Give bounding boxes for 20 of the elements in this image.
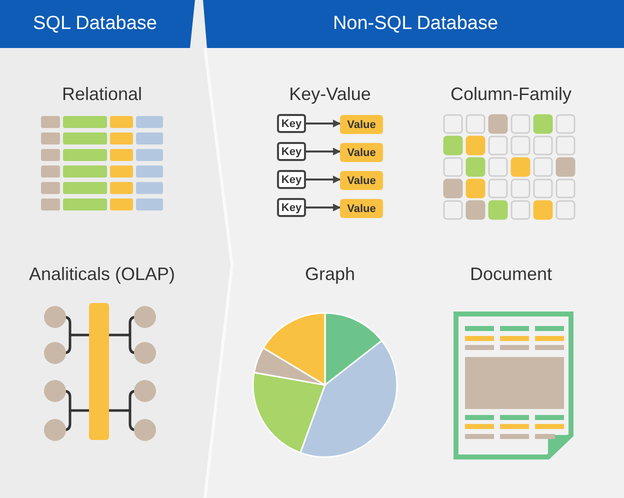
section-title: Document: [470, 264, 552, 285]
value-box: Value: [340, 199, 383, 218]
section-title: Key-Value: [289, 84, 371, 105]
arrow: [306, 120, 341, 128]
value-box: Value: [340, 171, 383, 190]
key-box: Key: [277, 114, 306, 133]
key-box: Key: [277, 170, 306, 189]
section-title: Relational: [62, 84, 142, 105]
key-box: Key: [277, 198, 306, 217]
value-box: Value: [340, 143, 383, 162]
section-title: Analiticals (OLAP): [28, 264, 176, 285]
section-title: Graph: [304, 264, 356, 285]
section-title: Column-Family: [450, 84, 572, 105]
header-title: SQL Database: [33, 13, 157, 35]
arrow: [306, 204, 341, 212]
header-title: Non-SQL Database: [332, 13, 498, 35]
value-box: Value: [340, 115, 383, 134]
key-box: Key: [277, 142, 306, 161]
arrow: [306, 176, 341, 184]
arrow: [306, 148, 341, 156]
